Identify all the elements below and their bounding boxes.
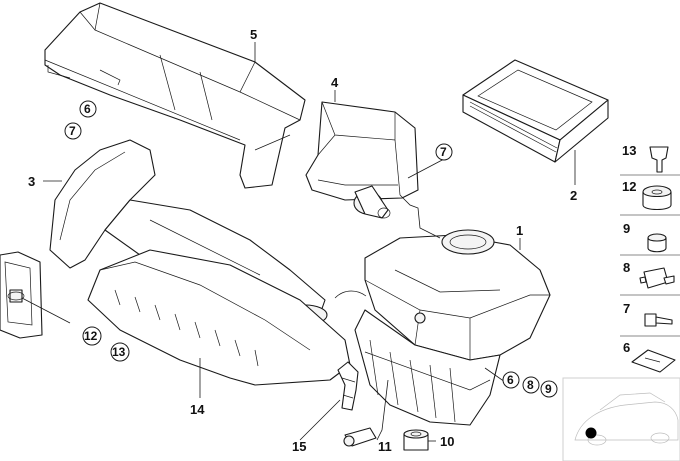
- part-14-intake-channel: [87, 249, 351, 386]
- callout-9-circled: 9: [545, 382, 552, 396]
- part-5-intake-duct-cover: [44, 2, 306, 189]
- fastener-column-dividers: [620, 174, 680, 337]
- part-4-resonator: [305, 101, 419, 219]
- side-callout-7: 7: [623, 301, 630, 316]
- callout-14: 14: [190, 402, 205, 417]
- bracket-with-grommet: [0, 251, 43, 339]
- part-11-sensor: [343, 427, 377, 447]
- part-10-grommet: [403, 429, 429, 451]
- part-1-air-filter-housing: [334, 229, 551, 426]
- part-2-air-filter: [462, 59, 609, 163]
- callout-13-circled: 13: [112, 345, 126, 359]
- part-15-sensor-bracket: [337, 361, 359, 411]
- callout-10: 10: [440, 434, 454, 449]
- callout-8-circled: 8: [527, 378, 534, 392]
- callout-4: 4: [331, 75, 339, 90]
- callout-3: 3: [28, 174, 35, 189]
- callout-7-circled-upper: 7: [440, 145, 447, 159]
- callout-6-circled: 6: [84, 102, 91, 116]
- callout-12-circled: 12: [84, 329, 98, 343]
- vehicle-location-thumbnail: [562, 377, 680, 461]
- callout-labels: 5 4 3 2 1 14 15 11 10 6 7 7 12 13 6 8 9 …: [28, 27, 636, 454]
- callout-11: 11: [378, 439, 392, 454]
- callout-7-circled: 7: [69, 124, 76, 138]
- side-callout-12: 12: [622, 179, 636, 194]
- location-marker-icon: [585, 427, 597, 439]
- side-callout-9: 9: [623, 221, 630, 236]
- callout-15: 15: [292, 439, 306, 454]
- side-callout-6: 6: [623, 340, 630, 355]
- callout-6-circled-lower: 6: [507, 373, 514, 387]
- leader-lines: [21, 42, 576, 442]
- callout-1: 1: [516, 223, 523, 238]
- side-callout-13: 13: [622, 143, 636, 158]
- side-callout-8: 8: [623, 260, 630, 275]
- callout-2: 2: [570, 188, 577, 203]
- fastener-column: [631, 146, 676, 373]
- callout-5: 5: [250, 27, 257, 42]
